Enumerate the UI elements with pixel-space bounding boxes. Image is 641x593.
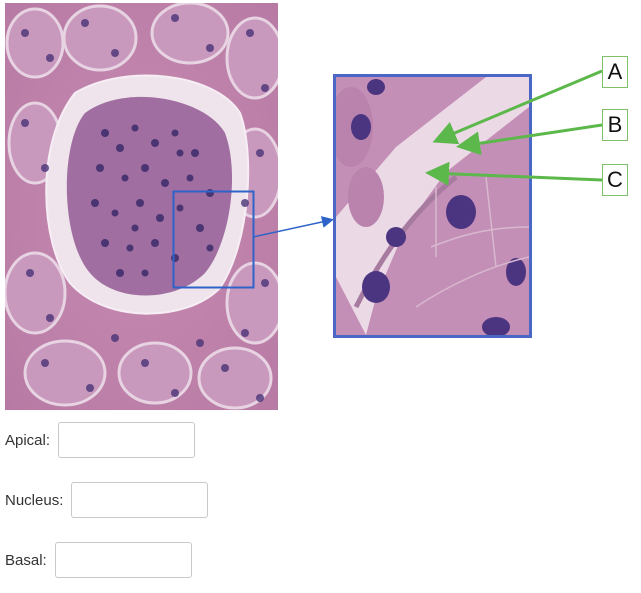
highlight-box xyxy=(172,190,255,289)
nucleus-input[interactable] xyxy=(71,482,209,518)
kidney-micrograph xyxy=(3,1,285,410)
apical-label: Apical: xyxy=(5,431,51,449)
basal-input[interactable] xyxy=(54,542,192,578)
label-c: C xyxy=(602,164,628,196)
basal-label: Basal: xyxy=(5,551,47,569)
basal-row: Basal: xyxy=(5,542,192,578)
zoom-image xyxy=(333,74,532,338)
apical-input[interactable] xyxy=(58,422,196,458)
micrograph-image xyxy=(3,1,285,410)
label-a: A xyxy=(602,56,628,88)
zoom-image-graphic xyxy=(336,77,529,335)
label-b: B xyxy=(602,109,628,141)
nucleus-row: Nucleus: xyxy=(5,482,209,518)
apical-row: Apical: xyxy=(5,422,196,458)
nucleus-label: Nucleus: xyxy=(5,491,64,509)
